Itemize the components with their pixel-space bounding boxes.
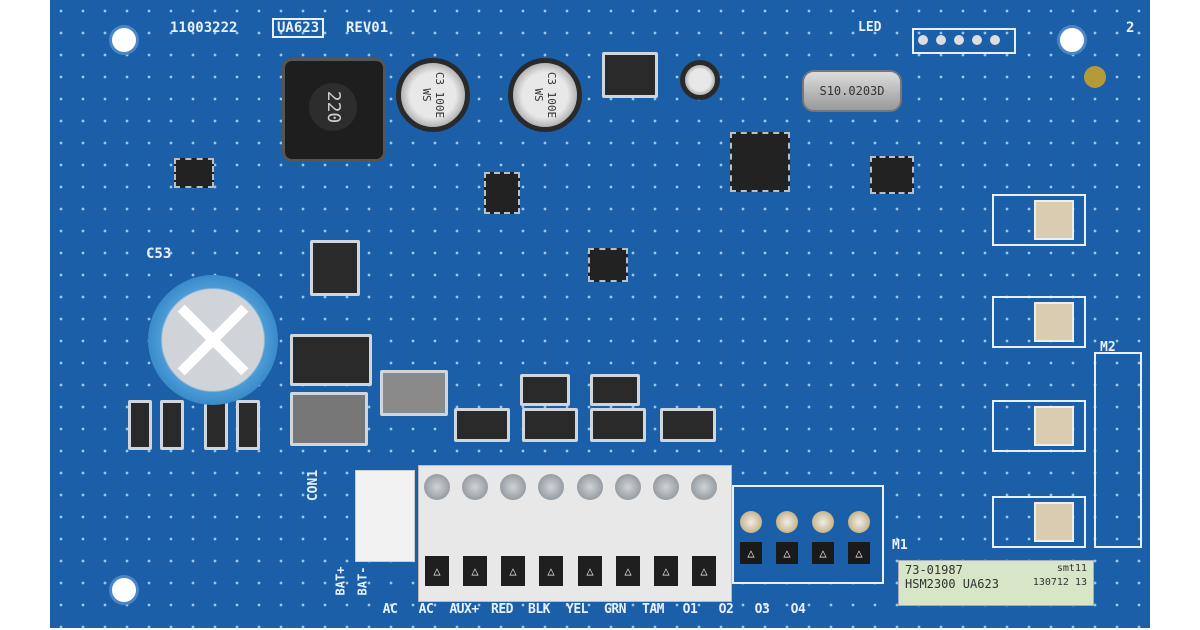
led — [1084, 66, 1106, 88]
relay-footprint — [992, 400, 1086, 452]
terminal-screw[interactable] — [577, 474, 603, 500]
ic-chip — [870, 156, 914, 194]
wire-slot[interactable]: △ — [425, 556, 449, 586]
big-cap-label: C53 — [146, 246, 172, 262]
wire-slot[interactable]: △ — [539, 556, 563, 586]
relay-footprint — [992, 496, 1086, 548]
output-terminals: △ △ △ △ — [732, 485, 884, 584]
terminal-block[interactable]: △ △ △ △ △ △ △ △ — [418, 465, 732, 602]
electrolytic-capacitor: C3 100E WS — [396, 58, 470, 132]
mounting-hole — [112, 578, 136, 602]
wire-slot[interactable]: △ — [616, 556, 640, 586]
regulator — [602, 52, 658, 98]
crystal: S10.0203D — [802, 70, 902, 112]
electrolytic-capacitor: C3 100E WS — [508, 58, 582, 132]
terminal-screw[interactable] — [462, 474, 488, 500]
output-pad — [740, 511, 762, 533]
transistor — [310, 240, 360, 296]
ic-chip — [174, 158, 214, 188]
wire-slot[interactable]: △ — [654, 556, 678, 586]
diode — [590, 374, 640, 406]
wire-slot[interactable]: △ — [501, 556, 525, 586]
mounting-hole — [1060, 28, 1084, 52]
bat-minus-label: BAT- — [355, 566, 370, 596]
inductor: 220 — [282, 58, 386, 162]
revision: REV01 — [346, 20, 389, 36]
ic-chip — [588, 248, 628, 282]
bat-plus-label: BAT+ — [333, 566, 348, 596]
ic-chip — [484, 172, 520, 214]
output-slot: △ — [812, 542, 834, 564]
corner-number: 2 — [1126, 20, 1135, 36]
diode — [522, 408, 578, 442]
microcontroller — [730, 132, 790, 192]
output-pad — [812, 511, 834, 533]
led-label: LED — [858, 20, 882, 35]
terminal-screw[interactable] — [653, 474, 679, 500]
terminal-screw[interactable] — [500, 474, 526, 500]
sticker-date: 130712 13 — [1032, 577, 1087, 588]
mounting-hole — [112, 28, 136, 52]
sticker-line2: HSM2300 UA623 — [905, 577, 999, 591]
small-capacitor — [680, 60, 720, 100]
part-number: 11003222 — [170, 20, 238, 36]
output-pad — [776, 511, 798, 533]
diode — [290, 334, 372, 386]
diode — [454, 408, 510, 442]
resistor — [128, 400, 152, 450]
resistor — [160, 400, 184, 450]
diode — [520, 374, 570, 406]
output-slot: △ — [848, 542, 870, 564]
pin-header — [912, 28, 1016, 54]
diode — [590, 408, 646, 442]
battery-connector[interactable] — [355, 470, 415, 562]
connector-label: CON1 — [306, 469, 322, 502]
terminal-screw[interactable] — [538, 474, 564, 500]
sticker-line1: 73-01987 — [905, 563, 963, 577]
output-pad — [848, 511, 870, 533]
terminal-screw[interactable] — [691, 474, 717, 500]
wire-slot[interactable]: △ — [692, 556, 716, 586]
wire-slot[interactable]: △ — [463, 556, 487, 586]
pcb-board: 11003222 UA623 REV01 LED 2 C53 CON1 M1 M… — [50, 0, 1150, 628]
fuse — [380, 370, 448, 416]
wire-slot[interactable]: △ — [578, 556, 602, 586]
relay-footprint — [992, 296, 1086, 348]
sticker-code: smt11 — [1056, 563, 1087, 574]
output-slot: △ — [776, 542, 798, 564]
m1-label: M1 — [892, 538, 908, 553]
terminal-screw[interactable] — [615, 474, 641, 500]
model-box: UA623 — [272, 18, 325, 38]
output-slot: △ — [740, 542, 762, 564]
big-capacitor — [148, 275, 278, 405]
product-sticker: 73-01987 smt11 HSM2300 UA623 130712 13 — [898, 560, 1094, 606]
m2-label: M2 — [1100, 340, 1116, 355]
fuse — [290, 392, 368, 446]
diode — [660, 408, 716, 442]
resistor — [236, 400, 260, 450]
terminal-screw[interactable] — [424, 474, 450, 500]
resistor — [204, 400, 228, 450]
m2-outline — [1094, 352, 1142, 548]
relay-footprint — [992, 194, 1086, 246]
